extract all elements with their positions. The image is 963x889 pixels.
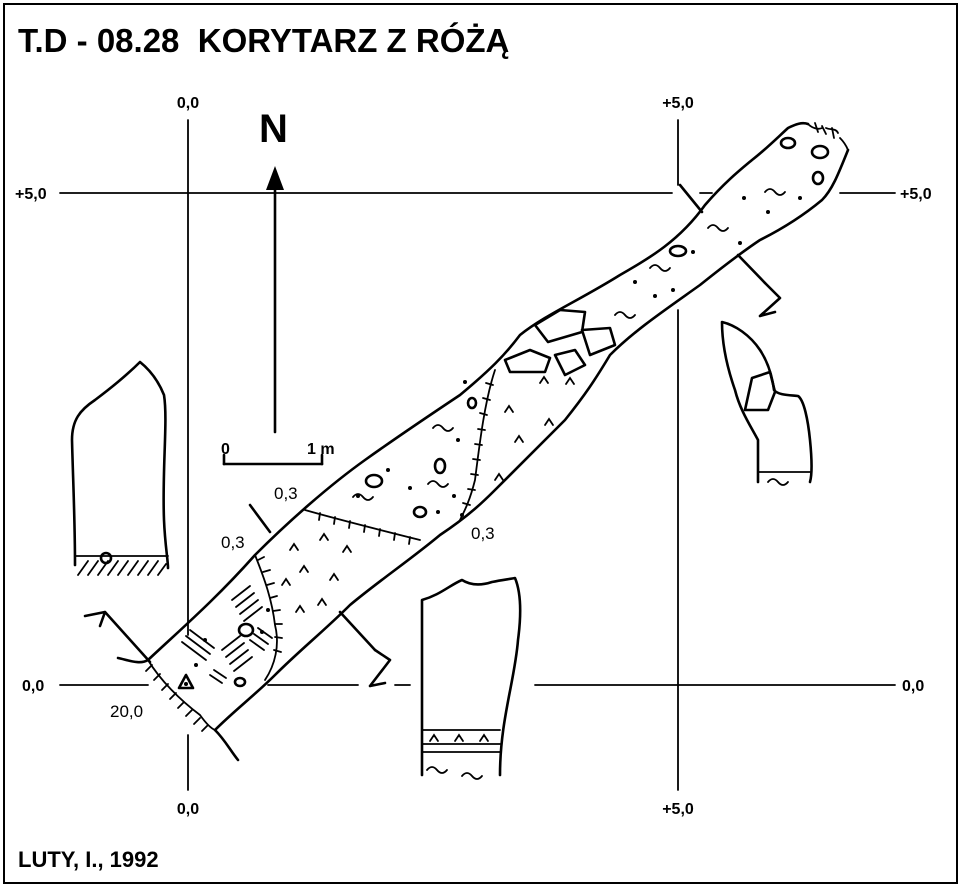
clay-symbols xyxy=(352,188,786,501)
cross-section-left xyxy=(70,360,170,576)
grid-lines xyxy=(59,119,896,791)
north-label: N xyxy=(259,107,288,151)
flowstone-hatching xyxy=(181,585,273,684)
author-credit: LUTY, I., 1992 xyxy=(18,847,159,872)
depth-label-3: 0,3 xyxy=(471,524,495,543)
grid-label-top-right: +5,0 xyxy=(662,95,694,112)
depth-label-4: 20,0 xyxy=(110,702,143,721)
north-arrow-icon xyxy=(266,166,284,434)
sand-dots xyxy=(194,196,802,667)
boulders xyxy=(233,136,830,688)
scale-bar xyxy=(222,453,324,466)
cross-section-middle xyxy=(420,576,522,780)
map-title: T.D - 08.28 KORYTARZ Z RÓŻĄ xyxy=(18,22,510,59)
corridor-plan xyxy=(116,121,850,762)
grid-label-right-lower: 0,0 xyxy=(902,678,924,695)
depth-label-2: 0,3 xyxy=(221,533,245,552)
survey-station-icon xyxy=(177,673,195,690)
cross-section-right xyxy=(720,320,813,486)
grid-label-right-upper: +5,0 xyxy=(900,186,932,203)
gravel-symbols xyxy=(281,375,575,613)
grid-label-left-upper: +5,0 xyxy=(15,186,47,203)
grid-label-bottom-right: +5,0 xyxy=(662,801,694,818)
grid-label-top-left: 0,0 xyxy=(177,95,199,112)
grid-label-left-lower: 0,0 xyxy=(22,678,44,695)
scale-one-meter: 1 m xyxy=(307,441,335,458)
section-arrows xyxy=(83,281,782,688)
depth-label-1: 0,3 xyxy=(274,484,298,503)
map-frame xyxy=(3,3,958,884)
scale-zero: 0 xyxy=(221,441,230,458)
grid-label-bottom-left: 0,0 xyxy=(177,801,199,818)
